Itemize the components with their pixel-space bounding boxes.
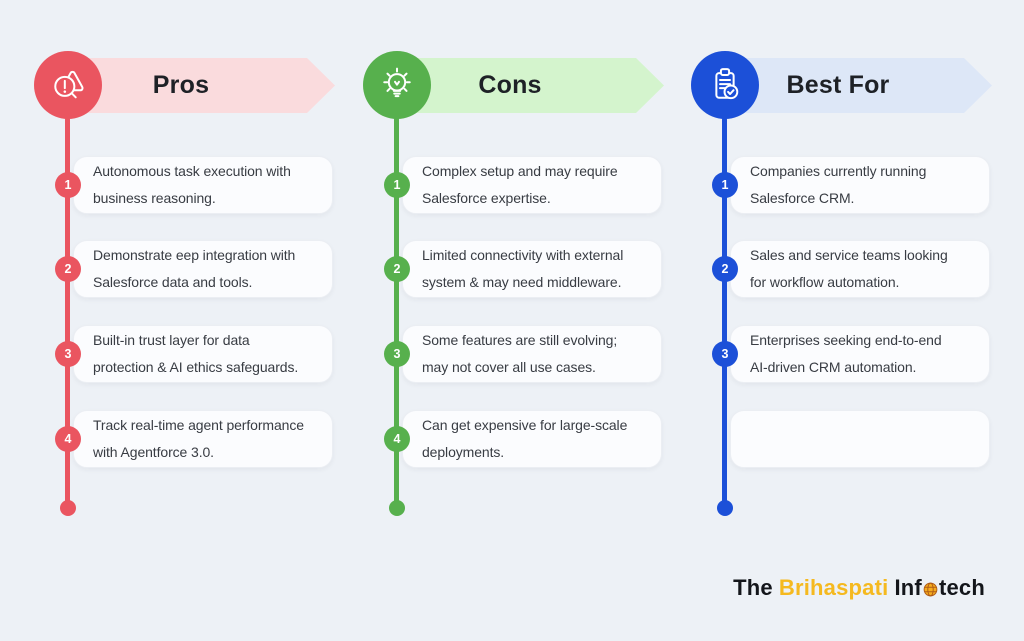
clipboard-check-icon <box>691 51 759 119</box>
item-text: Can get expensive for large-scale deploy… <box>422 417 628 460</box>
column-title-best-for: Best For <box>786 71 890 99</box>
column-title-cons: Cons <box>478 71 542 99</box>
item-card: Complex setup and may require Salesforce… <box>402 156 662 214</box>
column-cons: Cons 1 Complex setup and m <box>363 51 664 521</box>
pros-timeline-end-dot <box>60 500 76 516</box>
item-text: Built-in trust layer for data protection… <box>93 332 299 375</box>
brand-logo: The Brihaspati Inf tech <box>733 575 985 601</box>
pros-item-1: 1 Autonomous task execution with busines… <box>55 156 333 214</box>
item-text: Some features are still evolving; may no… <box>422 332 618 375</box>
pros-item-3: 3 Built-in trust layer for data protecti… <box>55 325 333 383</box>
item-text: Sales and service teams looking for work… <box>750 247 948 290</box>
logo-word-brihaspati: Brihaspati <box>778 575 889 600</box>
item-text: Autonomous task execution with business … <box>93 163 291 206</box>
pros-item-2: 2 Demonstrate eep integration with Sales… <box>55 240 333 298</box>
best-for-timeline-end-dot <box>717 500 733 516</box>
item-number-badge: 1 <box>712 172 738 198</box>
cons-item-3: 3 Some features are still evolving; may … <box>384 325 662 383</box>
item-card: Limited connectivity with external syste… <box>402 240 662 298</box>
column-title-pros: Pros <box>152 71 210 99</box>
logo-word-tech: tech <box>938 575 985 600</box>
item-text: Companies currently running Salesforce C… <box>750 163 927 206</box>
item-card: Track real-time agent performance with A… <box>73 410 333 468</box>
item-card: Built-in trust layer for data protection… <box>73 325 333 383</box>
column-best-for: Best For 1 Companies currently running S… <box>691 51 992 521</box>
item-number-badge: 1 <box>384 172 410 198</box>
item-text: Demonstrate eep integration with Salesfo… <box>93 247 296 290</box>
item-text: Enterprises seeking end-to-end AI-driven… <box>750 332 942 375</box>
best-for-item-1: 1 Companies currently running Salesforce… <box>712 156 990 214</box>
pros-header-banner: Pros <box>85 58 335 113</box>
cons-header-banner: Cons <box>414 58 664 113</box>
item-number-badge: 2 <box>55 256 81 282</box>
best-for-item-3: 3 Enterprises seeking end-to-end AI-driv… <box>712 325 990 383</box>
logo-word-the: The <box>733 575 773 600</box>
alert-search-icon <box>34 51 102 119</box>
item-number-badge: 3 <box>384 341 410 367</box>
item-number-badge: 3 <box>55 341 81 367</box>
item-number-badge: 4 <box>55 426 81 452</box>
cons-item-1: 1 Complex setup and may require Salesfor… <box>384 156 662 214</box>
item-text: Limited connectivity with external syste… <box>422 247 624 290</box>
cons-timeline-end-dot <box>389 500 405 516</box>
item-card: Enterprises seeking end-to-end AI-driven… <box>730 325 990 383</box>
item-number-badge: 2 <box>712 256 738 282</box>
best-for-item-2: 2 Sales and service teams looking for wo… <box>712 240 990 298</box>
column-pros: Pros 1 Autonomous task execution with bu… <box>34 51 335 521</box>
item-card: Companies currently running Salesforce C… <box>730 156 990 214</box>
item-number-badge: 2 <box>384 256 410 282</box>
item-card-empty <box>730 410 990 468</box>
item-card: Some features are still evolving; may no… <box>402 325 662 383</box>
cons-timeline-line <box>394 117 399 508</box>
best-for-header-banner: Best For <box>742 58 992 113</box>
best-for-timeline-line <box>722 117 727 508</box>
globe-icon <box>923 582 938 597</box>
item-card: Sales and service teams looking for work… <box>730 240 990 298</box>
item-number-badge: 1 <box>55 172 81 198</box>
item-card: Autonomous task execution with business … <box>73 156 333 214</box>
pros-item-4: 4 Track real-time agent performance with… <box>55 410 333 468</box>
lightbulb-icon <box>363 51 431 119</box>
item-text: Complex setup and may require Salesforce… <box>422 163 618 206</box>
item-card: Can get expensive for large-scale deploy… <box>402 410 662 468</box>
best-for-item-4-empty <box>730 410 990 468</box>
item-number-badge: 3 <box>712 341 738 367</box>
pros-timeline-line <box>65 117 70 508</box>
item-number-badge: 4 <box>384 426 410 452</box>
cons-item-2: 2 Limited connectivity with external sys… <box>384 240 662 298</box>
item-text: Track real-time agent performance with A… <box>93 417 304 460</box>
item-card: Demonstrate eep integration with Salesfo… <box>73 240 333 298</box>
logo-word-inf: Inf <box>894 575 922 600</box>
cons-item-4: 4 Can get expensive for large-scale depl… <box>384 410 662 468</box>
